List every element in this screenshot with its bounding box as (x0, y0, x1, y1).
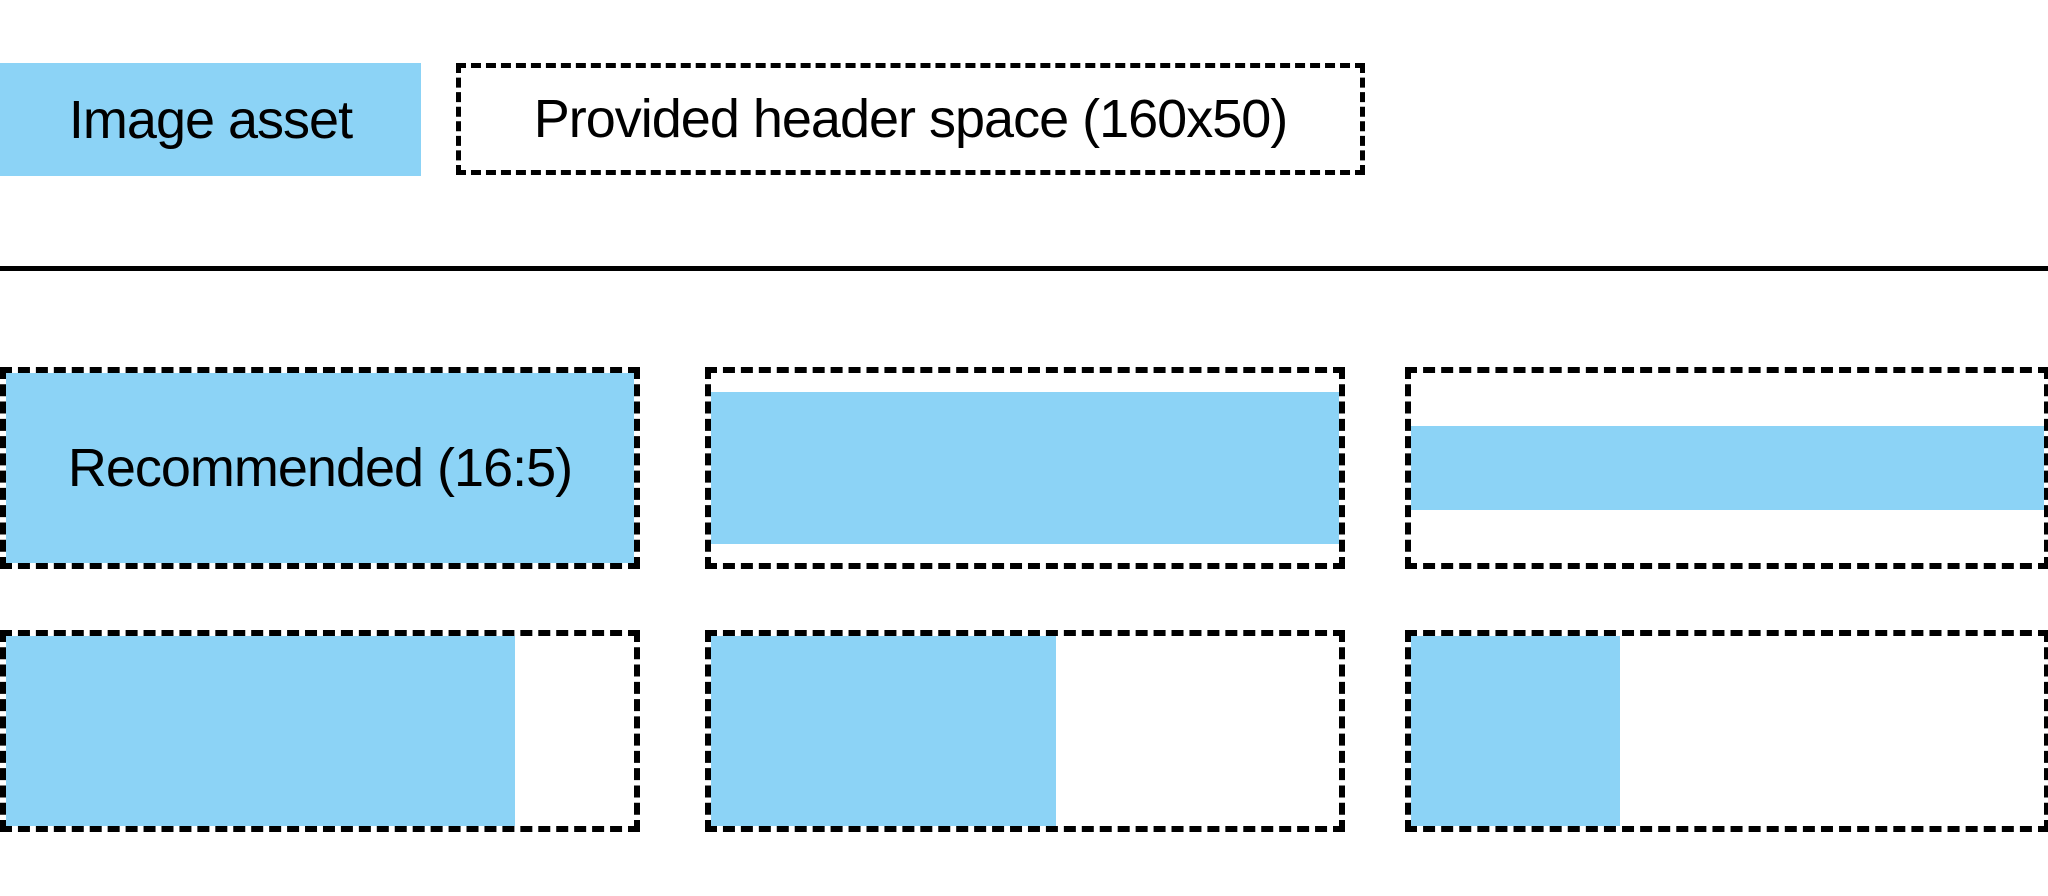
legend-header-space-box: Provided header space (160x50) (456, 63, 1365, 175)
example-box-tall-pillarbox (0, 630, 640, 832)
legend-header-space-label: Provided header space (160x50) (533, 89, 1289, 149)
example-box-tallest-pillarbox (1405, 630, 2048, 832)
image-asset-fill-wide-letterbox (711, 392, 1339, 544)
image-asset-fill-taller-pillarbox (711, 636, 1057, 826)
example-box-widest-letterbox (1405, 367, 2048, 569)
recommended-label: Recommended (16:5) (67, 438, 573, 498)
image-asset-fill-tall-pillarbox (6, 636, 515, 826)
legend-image-asset-label: Image asset (68, 89, 353, 150)
legend-image-asset-swatch: Image asset (0, 63, 421, 176)
example-box-recommended: Recommended (16:5) (0, 367, 640, 569)
image-asset-fill-tallest-pillarbox (1411, 636, 1620, 826)
example-box-taller-pillarbox (705, 630, 1345, 832)
image-asset-fill-widest-letterbox (1411, 426, 2044, 510)
example-box-wide-letterbox (705, 367, 1345, 569)
image-asset-fill-recommended: Recommended (16:5) (6, 373, 634, 563)
divider-line (0, 266, 2048, 271)
